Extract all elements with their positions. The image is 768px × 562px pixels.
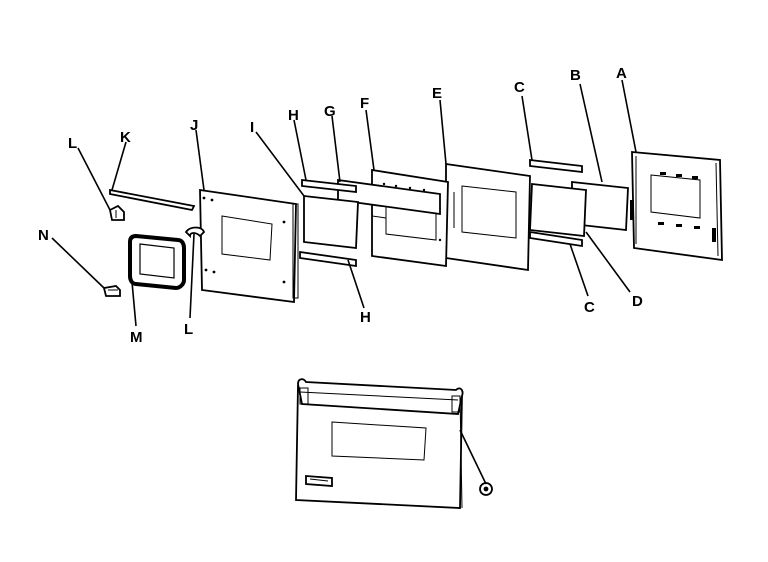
label-d: D	[632, 293, 643, 310]
part-e-inner-frame	[445, 162, 531, 272]
label-n: N	[38, 227, 49, 244]
part-n-bracket	[102, 285, 121, 297]
part-h-top-strip	[301, 178, 357, 194]
leader-lines	[51, 79, 637, 485]
label-f: F	[360, 95, 369, 112]
label-l-top: L	[68, 135, 77, 152]
part-c-bottom-strip	[529, 230, 583, 248]
label-b: B	[570, 67, 581, 84]
label-h-bottom: H	[360, 309, 371, 326]
label-i: I	[250, 119, 254, 136]
part-l-bottom-clip	[184, 226, 206, 239]
label-a: A	[616, 65, 627, 82]
label-e: E	[432, 85, 442, 102]
label-l-bottom: L	[184, 321, 193, 338]
label-j: J	[190, 117, 198, 134]
part-a-back-panel	[630, 151, 723, 262]
label-c-top: C	[514, 79, 525, 96]
label-g: G	[324, 103, 336, 120]
part-g-baffle	[337, 178, 441, 219]
part-j-outer-panel	[199, 188, 299, 304]
part-l-top-clip	[108, 204, 125, 221]
part-k-rod	[109, 188, 196, 212]
label-k: K	[120, 129, 131, 146]
part-h-bottom-strip	[299, 250, 357, 268]
assembled-door	[295, 378, 493, 509]
part-c-top-strip	[529, 158, 583, 174]
part-m-gasket	[128, 233, 186, 291]
part-d-panel	[529, 182, 587, 238]
label-h-top: H	[288, 107, 299, 124]
part-i-glass	[303, 194, 359, 250]
label-m: M	[130, 329, 143, 346]
label-c-bottom: C	[584, 299, 595, 316]
